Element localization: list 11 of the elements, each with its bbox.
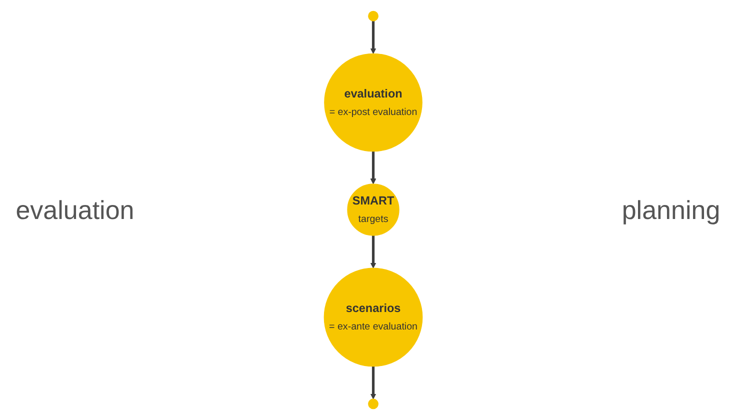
node-circle bbox=[368, 10, 378, 22]
node-circle: evaluation = ex-post evaluation bbox=[324, 53, 422, 152]
arrow bbox=[370, 236, 376, 268]
cycle-phase-label: planning bbox=[622, 194, 720, 224]
node-circle bbox=[368, 398, 378, 410]
arrow bbox=[370, 366, 376, 400]
cycle-phase-label: evaluation bbox=[16, 194, 134, 224]
node-circle: SMART targets bbox=[346, 184, 400, 236]
arrow bbox=[370, 151, 376, 184]
node-circle: scenarios = ex-ante evaluation bbox=[324, 268, 422, 367]
arrow bbox=[370, 21, 376, 54]
